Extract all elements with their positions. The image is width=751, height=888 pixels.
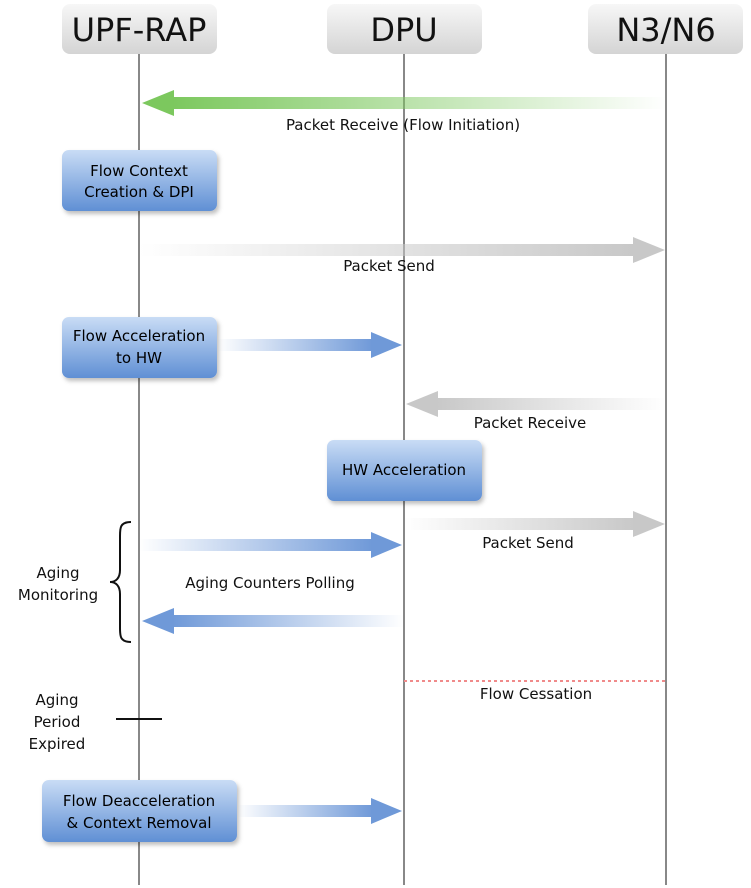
side-label-line-2: Monitoring: [18, 586, 98, 604]
box-label-line-2: to HW: [116, 349, 162, 367]
arrow-head: [406, 391, 438, 417]
process-box: [62, 150, 217, 211]
arrow-packet-send-2: Packet Send: [404, 511, 665, 552]
participant-label: UPF-RAP: [72, 11, 207, 49]
message-label-flow-cessation: Flow Cessation: [480, 685, 592, 703]
arrow-shaft: [404, 518, 636, 530]
aging-bracket: [109, 521, 132, 643]
participant-n3-n6: N3/N6: [588, 4, 743, 54]
arrow-aging-poll-request: [139, 532, 402, 558]
arrow-shaft: [237, 805, 373, 817]
box-flow-deacceleration: [42, 780, 237, 842]
arrow-packet-send-1: Packet Send: [139, 237, 665, 275]
message-label-aging-counters-polling: Aging Counters Polling: [185, 574, 355, 592]
participant-dpu: DPU: [327, 4, 482, 54]
arrow-shaft: [172, 97, 666, 109]
arrow-head: [633, 511, 665, 537]
participant-header-box: [62, 4, 217, 54]
side-label-line-3: Expired: [29, 735, 86, 753]
arrow-shaft: [172, 615, 404, 627]
process-box: [327, 440, 482, 501]
arrow-packet-receive-flow-initiation: Packet Receive (Flow Initiation): [142, 90, 666, 134]
arrow-shaft: [217, 339, 373, 351]
participant-label: DPU: [370, 11, 437, 49]
arrow-shaft: [139, 539, 373, 551]
box-label-line-2: Creation & DPI: [84, 183, 194, 201]
box-label: HW Acceleration: [342, 461, 466, 479]
arrow-head: [633, 237, 665, 263]
arrow-head: [371, 798, 402, 824]
box-hw-acceleration: [327, 440, 482, 501]
side-label-line-1: Aging: [36, 691, 79, 709]
arrow-shaft: [139, 244, 635, 256]
box-flow-acceleration: [62, 317, 217, 378]
participant-header-box: [327, 4, 482, 54]
arrow-aging-poll-response: [142, 608, 404, 634]
message-label: Packet Receive (Flow Initiation): [286, 116, 520, 134]
message-label: Packet Receive: [474, 414, 587, 432]
arrow-packet-receive: Packet Receive: [406, 391, 666, 432]
arrow-head: [142, 90, 174, 116]
arrow-head: [371, 532, 402, 558]
arrow-head: [371, 332, 402, 358]
box-flow-context-creation: [62, 150, 217, 211]
process-box: [42, 780, 237, 842]
side-label-line-2: Period: [34, 713, 81, 731]
participant-label: N3/N6: [616, 11, 715, 49]
process-box: [62, 317, 217, 378]
box-label-line-2: & Context Removal: [67, 814, 212, 832]
arrow-flow-deacceleration-to-dpu: [237, 798, 402, 824]
arrow-shaft: [436, 398, 666, 410]
arrow-head: [142, 608, 174, 634]
message-label: Packet Send: [482, 534, 574, 552]
message-label: Packet Send: [343, 257, 435, 275]
box-label-line-1: Flow Acceleration: [73, 327, 205, 345]
side-label-line-1: Aging: [37, 564, 80, 582]
participant-header-box: [588, 4, 743, 54]
box-label-line-1: Flow Context: [90, 162, 188, 180]
participant-upf-rap: UPF-RAP: [62, 4, 217, 54]
arrow-flow-acceleration-to-dpu: [217, 332, 402, 358]
box-label-line-1: Flow Deacceleration: [63, 792, 215, 810]
